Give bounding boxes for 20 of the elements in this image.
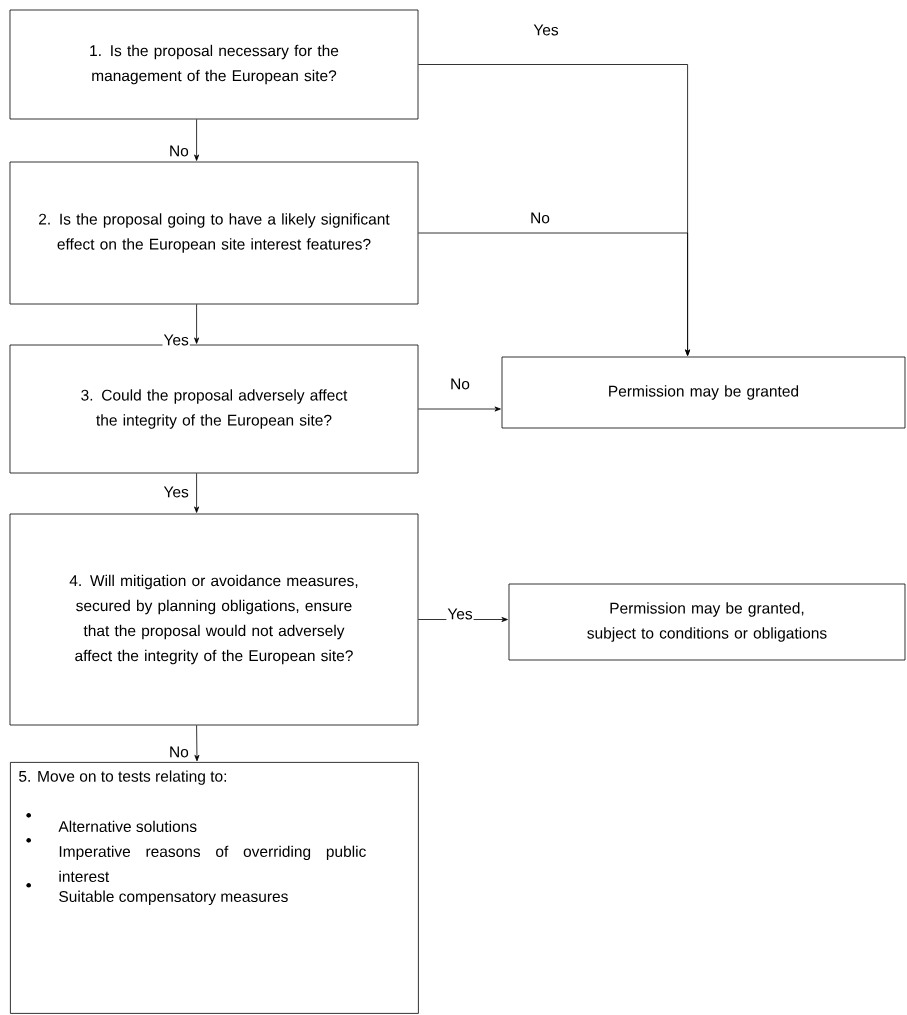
- edge-label: Yes: [163, 334, 189, 346]
- edge-label: Yes: [447, 608, 473, 620]
- process-box: 5. Move on to tests relating to: Alternative solutions Imperative reasons of overriding public interest Suitable compensatory measures: [10, 762, 419, 1014]
- arrow: [194, 119, 200, 161]
- process-box: 4. Will mitigation or avoidance measures, secured by planning obligations, ensure that the proposal would not adversely affect the integrity of the European site?: [9, 513, 419, 726]
- edge-label: No: [170, 145, 189, 157]
- arrow: [418, 406, 501, 412]
- arrow: [194, 473, 200, 513]
- edge-label: No: [170, 746, 189, 758]
- arrow: [194, 304, 200, 344]
- edge-label: Yes: [533, 24, 559, 36]
- arrow: [194, 725, 200, 762]
- edge-label: No: [451, 378, 470, 390]
- outcome-box: Permission may be granted: [501, 356, 906, 429]
- process-box: 2. Is the proposal going to have a likely significant effect on the European site interest features?: [9, 161, 419, 305]
- outcome-box: Permission may be granted, subject to conditions or obligations: [508, 583, 906, 661]
- edge-label: No: [531, 212, 550, 224]
- arrow: [418, 232, 691, 356]
- process-box: 1. Is the proposal necessary for the management of the European site?: [9, 9, 419, 120]
- edge-label: Yes: [163, 486, 189, 498]
